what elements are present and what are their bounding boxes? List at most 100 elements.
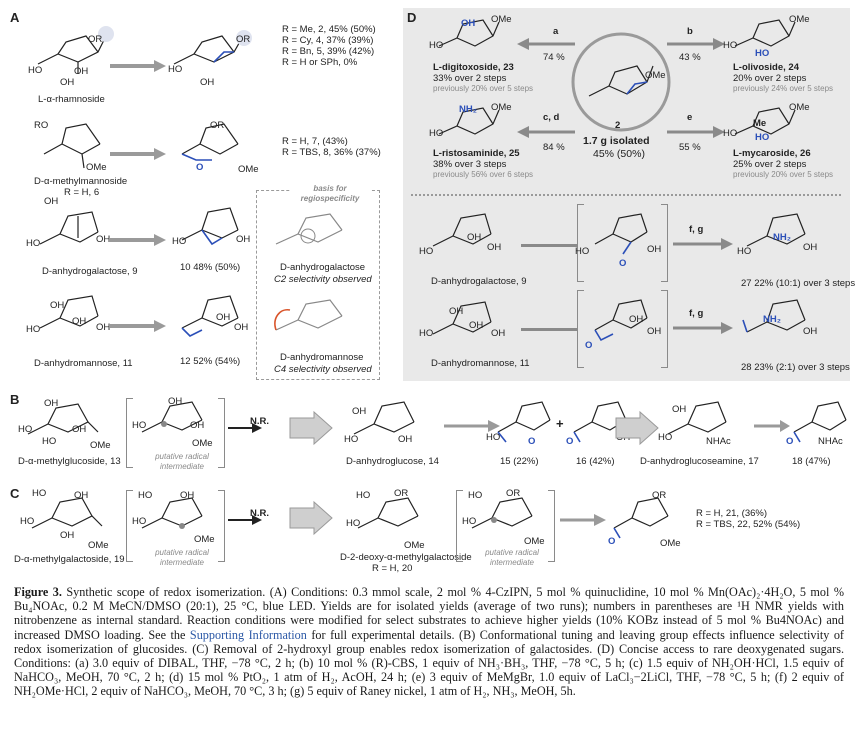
b14-oh2: OH (398, 434, 413, 445)
man-oh2: OH (72, 316, 87, 327)
c-bracket2-right (548, 490, 555, 562)
rhamnoside-ho: HO (28, 65, 43, 76)
gal-oh-top: OH (44, 196, 59, 207)
c20-ome: OMe (404, 540, 425, 551)
mannose-product-yield: 12 52% (54%) (180, 356, 241, 367)
mannoside-product-ketone: O (196, 162, 204, 173)
gal-ho: HO (26, 238, 41, 249)
d-separator (411, 194, 841, 196)
arrow-b-pct: 43 % (679, 52, 701, 63)
galp-ho: HO (172, 236, 187, 247)
basis-title: basis for regiospecificity (290, 184, 370, 204)
d-man-bracket-left (577, 290, 584, 368)
supporting-information-link[interactable]: Supporting Information (189, 627, 307, 642)
arrow-fg2-icon (673, 322, 733, 334)
arrow-b-label: b (687, 26, 693, 37)
b-int-oh: OH (168, 396, 183, 407)
c19-oh2: OH (60, 530, 75, 541)
b-int-ome: OMe (192, 438, 213, 449)
d-gal-structure (432, 213, 492, 247)
c-int1-ome: OMe (194, 534, 215, 545)
panel-label-d: D (407, 10, 417, 25)
d-man-ho: HO (419, 328, 434, 339)
c-putative2: putative radical intermediate (485, 548, 539, 567)
product-27-oh: OH (803, 242, 818, 253)
b-bracket-left (126, 398, 133, 468)
product-15-structure (497, 401, 551, 443)
mannoside-structure (43, 123, 101, 169)
d-gal-bracket-left (577, 204, 584, 282)
basis-man-note: C4 selectivity observed (274, 364, 372, 375)
basis-gal-structure (275, 213, 343, 245)
mycaroside-structure (734, 107, 796, 135)
methylglucoside-structure (27, 403, 99, 435)
arrow-a-label: a (553, 26, 559, 37)
c19-ome: OMe (88, 540, 109, 551)
d-man-line (521, 328, 577, 331)
d-man-cond: f, g (689, 308, 704, 319)
b17-oh: OH (672, 404, 687, 415)
galp-oh: OH (236, 234, 251, 245)
d-gal-bracket-right (661, 204, 668, 282)
c19-oh: OH (74, 490, 89, 501)
olivoside-ho: HO (723, 40, 738, 51)
basis-gal-note: C2 selectivity observed (274, 274, 372, 285)
d-gal-name: D-anhydrogalactose, 9 (431, 276, 527, 287)
arrow-icon (110, 320, 166, 332)
arrow-nr-icon (228, 423, 262, 433)
c-product-structure (613, 497, 669, 539)
mannoside-ro: RO (34, 120, 49, 131)
panel-label-b: B (10, 392, 20, 407)
b-bracket-right (218, 398, 225, 468)
c19-ho2: HO (20, 516, 35, 527)
methylgalactoside-name: D-α-methylgalactoside, 19 (14, 554, 125, 565)
olivoside-ho2: HO (755, 48, 770, 59)
r-list-2: R = H, 7, (43%) R = TBS, 8, 36% (37%) (282, 136, 381, 158)
arrow-e-label: e (687, 112, 693, 123)
d-gal-oh1: OH (467, 232, 482, 243)
center-yield: 45% (50%) (593, 148, 645, 160)
caption-body-2: for full experimental details. (B) Confo… (14, 627, 844, 699)
product-28-structure (742, 299, 806, 333)
b-int-ho: HO (132, 420, 147, 431)
d-man-int-o: O (585, 340, 593, 351)
center-amount: 1.7 g isolated (583, 135, 650, 147)
d-gal-intermediate (594, 213, 648, 255)
anhydromannose-name: D-anhydromannose, 11 (34, 358, 133, 369)
c19-ho: HO (32, 488, 47, 499)
ristosaminide-info: L-ristosaminide, 25 38% over 3 steps pre… (433, 148, 534, 179)
c-int1-oh: OH (180, 490, 195, 501)
caption-title: Figure 3. (14, 585, 62, 599)
b13-oh: OH (72, 424, 87, 435)
deoxy-sub: R = H, 20 (372, 563, 413, 574)
digitoxoside-oh: OH (461, 18, 476, 29)
product-27-ho: HO (737, 246, 752, 257)
olivoside-ome: OMe (789, 14, 810, 25)
b17-ho: HO (658, 432, 673, 443)
product-18-yield: 18 (47%) (792, 456, 831, 467)
product-oh: OH (200, 77, 215, 88)
anhydrogalactose-structure (39, 211, 99, 245)
c-int2-or: OR (506, 488, 521, 499)
mycaroside-ho: HO (723, 128, 738, 139)
rhamnoside-oh2: OH (74, 66, 89, 77)
panel-label-a: A (10, 10, 20, 25)
caption-body-1: Synthetic scope of redox isomerization. … (14, 585, 844, 642)
manp-oh: OH (216, 312, 231, 323)
anhydroglucose-name: D-anhydroglucose, 14 (346, 456, 439, 467)
olivoside-info: L-olivoside, 24 20% over 2 steps previou… (733, 62, 834, 93)
product-ho: HO (168, 64, 183, 75)
b-plus: + (556, 416, 564, 431)
d-gal-ho: HO (419, 246, 434, 257)
big-arrow-icon (615, 410, 659, 446)
arrow-cd-label: c, d (543, 112, 560, 123)
basis-man-structure (274, 299, 343, 331)
galactose-product-yield: 10 48% (50%) (180, 262, 241, 273)
rhamnoside-or: OR (88, 34, 103, 45)
product-27-nh2: NH₂ (773, 232, 791, 243)
c20-ho: HO (356, 490, 371, 501)
d-man-intermediate (594, 299, 648, 342)
big-arrow-icon (289, 410, 333, 446)
b14-oh: OH (352, 406, 367, 417)
ristosaminide-ho: HO (429, 128, 444, 139)
